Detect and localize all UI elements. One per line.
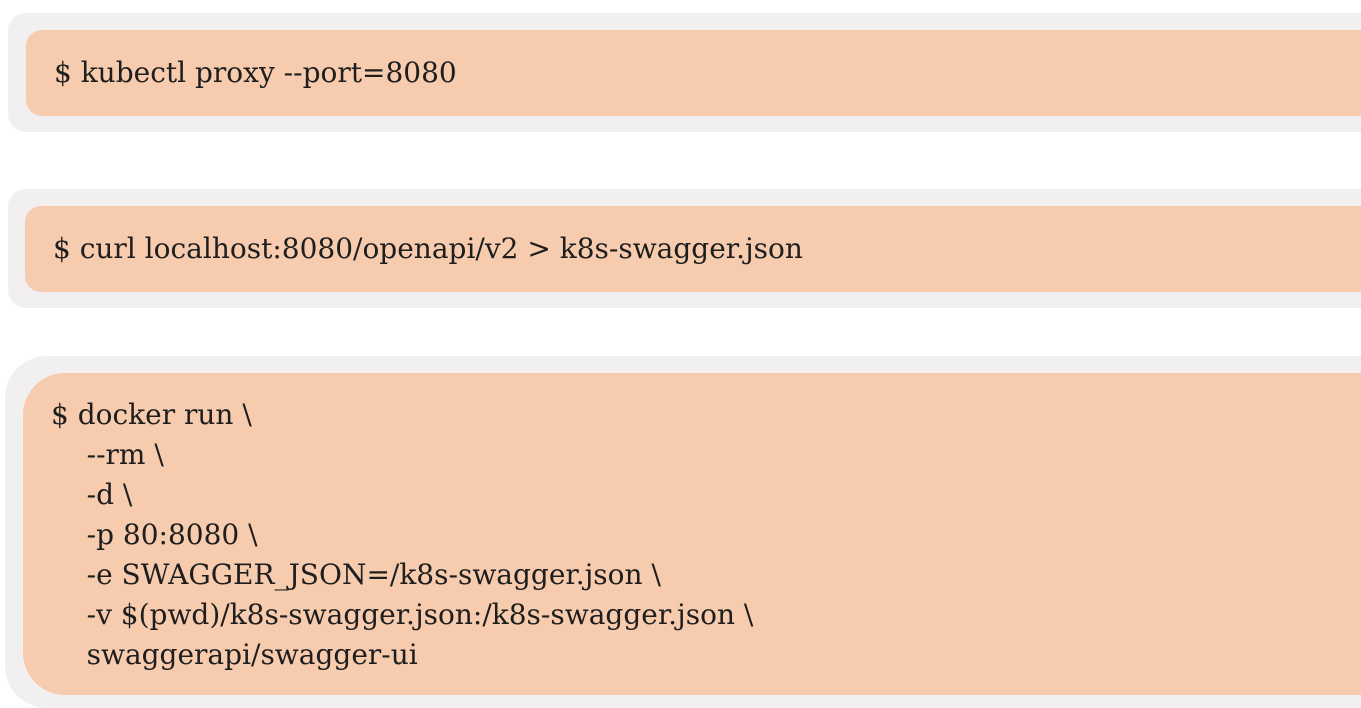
code-block-2[interactable]: $ curl localhost:8080/openapi/v2 > k8s-s… (25, 206, 1361, 292)
code-block-frame-1: $ kubectl proxy --port=8080 (8, 13, 1361, 132)
code-line: --rm \ (51, 438, 164, 471)
code-line: -d \ (51, 478, 133, 511)
code-line: $ kubectl proxy --port=8080 (54, 56, 457, 89)
code-block-1[interactable]: $ kubectl proxy --port=8080 (26, 30, 1361, 116)
code-line: swaggerapi/swagger-ui (51, 638, 418, 671)
code-line: $ docker run \ (51, 398, 252, 431)
code-block-3[interactable]: $ docker run \ --rm \ -d \ -p 80:8080 \ … (23, 373, 1361, 695)
code-line: $ curl localhost:8080/openapi/v2 > k8s-s… (53, 232, 803, 265)
code-line: -e SWAGGER_JSON=/k8s-swagger.json \ (51, 558, 661, 591)
code-line: -v $(pwd)/k8s-swagger.json:/k8s-swagger.… (51, 598, 754, 631)
code-line: -p 80:8080 \ (51, 518, 258, 551)
code-block-frame-2: $ curl localhost:8080/openapi/v2 > k8s-s… (8, 189, 1361, 308)
code-block-frame-3: $ docker run \ --rm \ -d \ -p 80:8080 \ … (5, 356, 1361, 708)
